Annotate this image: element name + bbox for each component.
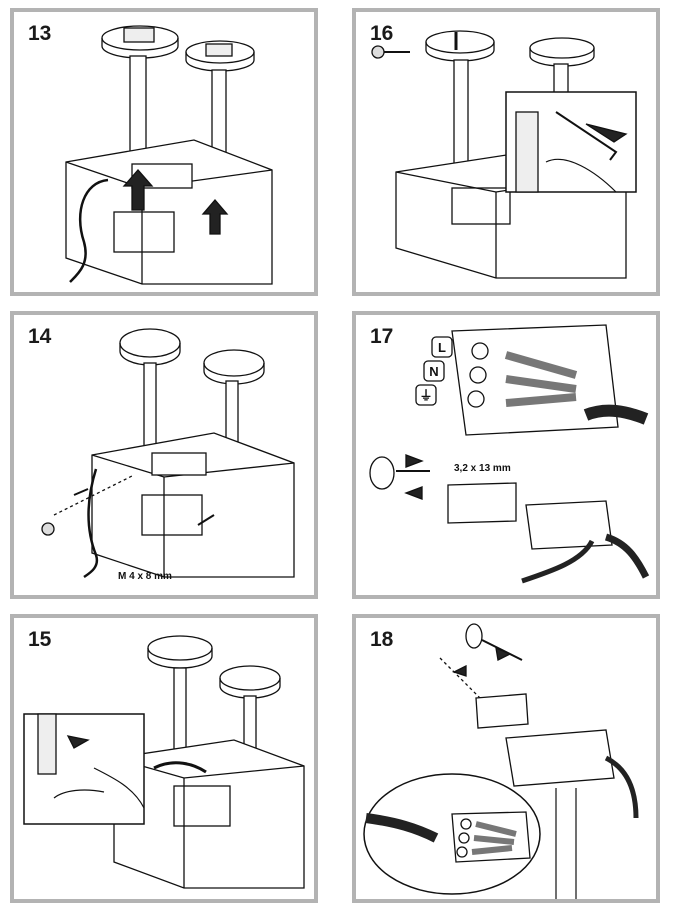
step-17-screw-label: 3,2 x 13 mm (454, 463, 511, 474)
step-15-number: 15 (28, 628, 52, 651)
step-15-illustration (23, 635, 305, 889)
step-13-panel: 13 (10, 8, 318, 296)
step-18-panel: 18 (352, 614, 660, 903)
step-14-screw-label: M 4 x 8 mm (118, 571, 172, 582)
step-17-panel: 17 L N ⏚ (352, 311, 660, 599)
terminal-l-symbol: L (438, 340, 446, 355)
step-16-panel: 16 (352, 8, 660, 296)
step-13-illustration (65, 25, 273, 285)
step-14-panel: 14 M 4 x 8 mm (10, 311, 318, 599)
step-17-illustration: L N ⏚ (369, 324, 650, 584)
step-18-illustration (363, 623, 639, 899)
step-16-number: 16 (370, 22, 394, 45)
step-17-number: 17 (370, 325, 394, 348)
terminal-earth-symbol: ⏚ (419, 388, 432, 403)
step-15-panel: 15 (10, 614, 318, 903)
step-14-illustration (41, 328, 295, 579)
step-18-number: 18 (370, 628, 394, 651)
step-13-number: 13 (28, 22, 52, 45)
step-14-number: 14 (28, 325, 52, 348)
step-16-illustration (371, 30, 637, 279)
terminal-n-symbol: N (429, 364, 438, 379)
